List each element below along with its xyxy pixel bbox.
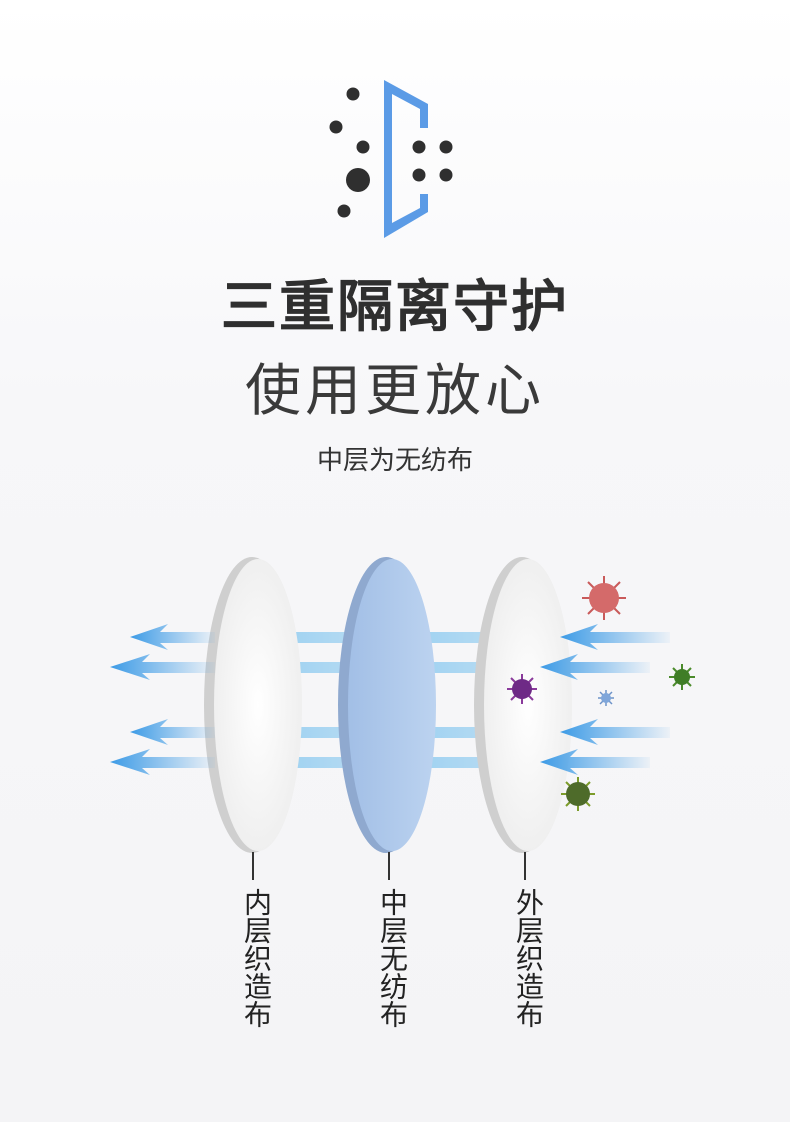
middle-layer-tick [388,852,390,880]
inner-layer-label: 内层织造布 [240,888,273,1028]
arrow-left-icon [540,624,670,775]
virus-icon [598,690,614,706]
virus-icon [669,664,695,690]
inner-layer-tick [252,852,254,880]
airflow-beams [270,632,485,768]
middle-layer-label: 中层无纺布 [376,888,409,1028]
caption: 中层为无纺布 [316,446,473,476]
middle-layer-disc [338,557,436,853]
layer-diagram [110,557,695,853]
virus-icon [507,674,537,704]
arrow-left-icon [110,624,215,775]
outer-layer-label: 外层织造布 [512,888,545,1028]
virus-icon [561,777,595,811]
page-subtitle: 使用更放心 [245,359,545,424]
page-title: 三重隔离守护 [221,275,569,340]
outer-layer-tick [524,852,526,880]
particle-filter-icon [329,80,453,238]
inner-layer-disc [204,557,302,853]
virus-icon [582,576,626,620]
outer-layer-disc [474,557,572,853]
